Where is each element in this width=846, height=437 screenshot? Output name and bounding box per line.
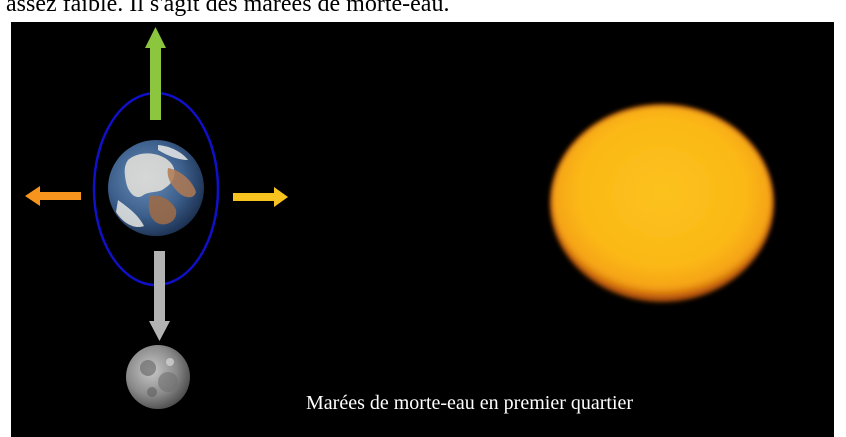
arrow-left-icon [25,186,81,206]
moon-icon [126,345,190,409]
diagram-caption: Marées de morte-eau en premier quartier [306,392,634,414]
earth-icon [108,140,204,236]
arrow-down-icon [149,251,170,341]
arrow-up-icon [145,27,166,120]
intro-text-line: assez faible. Il s'agit des marées de mo… [6,0,450,17]
sun-icon [550,104,774,302]
arrow-right-icon [233,187,288,207]
